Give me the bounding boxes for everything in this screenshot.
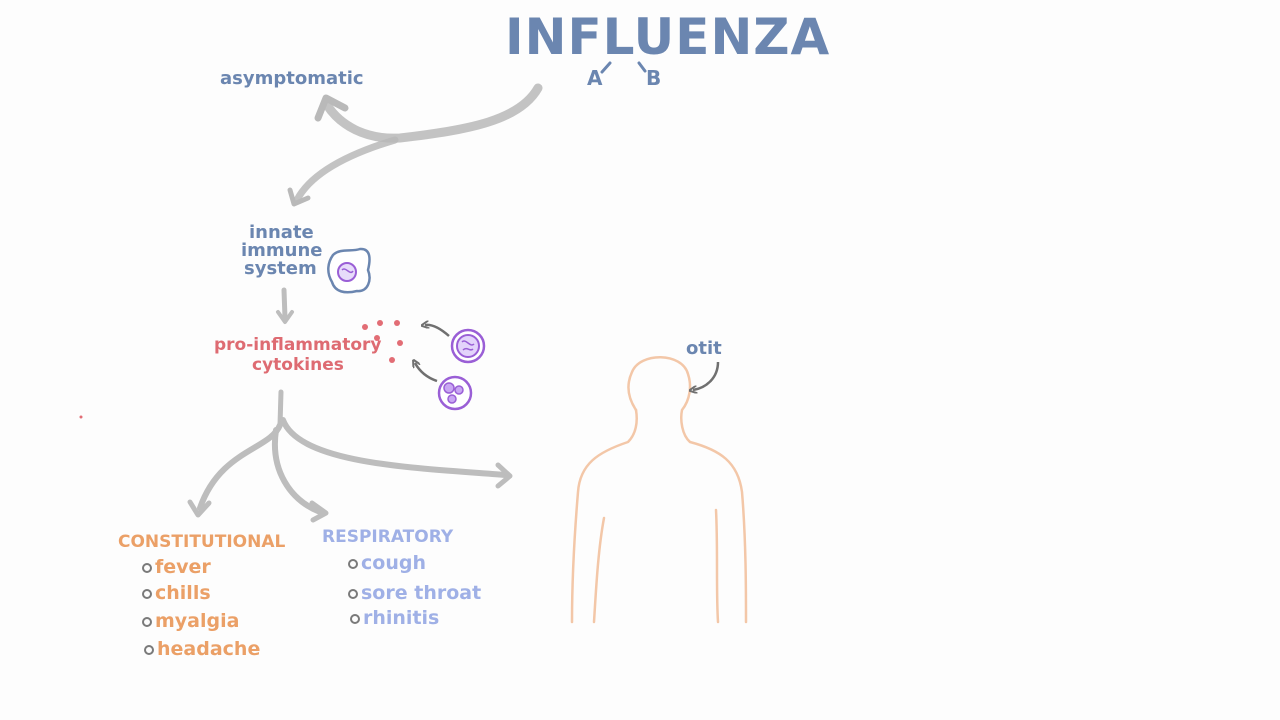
respiratory-item: rhinitis xyxy=(350,607,439,629)
arrow-to-respiratory xyxy=(271,427,323,515)
bullet-icon xyxy=(348,558,358,569)
type-b-label: B xyxy=(646,66,662,90)
arrow-to-innate-head xyxy=(287,187,311,207)
cytokines-label-line1: pro-inflammatory xyxy=(214,335,382,355)
bullet-icon xyxy=(348,588,358,599)
stray-mark xyxy=(79,415,83,419)
otit-label: otit xyxy=(686,338,722,359)
constitutional-item: headache xyxy=(144,638,260,660)
cytokine-dots xyxy=(362,320,403,363)
arrow-to-body-head xyxy=(495,462,513,489)
respiratory-item: sore throat xyxy=(348,582,481,604)
arrow-lymphocyte-to-cytokines xyxy=(425,325,450,337)
bullet-icon xyxy=(350,613,360,624)
arrow-to-body xyxy=(280,417,508,478)
neutrophil-cell-icon xyxy=(437,375,473,411)
bullet-icon xyxy=(142,562,152,573)
macrophage-cell-icon xyxy=(327,247,371,294)
type-a-label: A xyxy=(587,66,603,90)
constitutional-heading: CONSTITUTIONAL xyxy=(118,532,286,552)
bullet-icon xyxy=(144,644,154,655)
type-b-stroke xyxy=(637,61,647,73)
page-title: INFLUENZA xyxy=(505,8,831,66)
arrow-to-constitutional xyxy=(197,422,283,511)
arrow-to-constitutional-head xyxy=(187,499,212,518)
innate-label-line3: system xyxy=(244,258,317,279)
constitutional-item: chills xyxy=(142,582,211,604)
arrow-to-cytokines xyxy=(281,287,288,321)
arrow-to-asymptomatic-head xyxy=(314,94,349,122)
constitutional-item: fever xyxy=(142,556,211,578)
arrow-to-innate xyxy=(293,136,399,204)
type-a-stroke xyxy=(600,61,612,74)
arrow-neutrophil-to-cytokines xyxy=(415,363,438,383)
human-body-outline-icon xyxy=(570,356,748,624)
asymptomatic-label: asymptomatic xyxy=(220,68,364,89)
arrow-otit-to-ear xyxy=(693,361,720,390)
arrow-to-respiratory-head xyxy=(309,500,329,523)
bullet-icon xyxy=(142,616,152,627)
arrow-to-asymptomatic xyxy=(322,83,543,143)
arrow-to-cytokines-head xyxy=(276,310,294,324)
bullet-icon xyxy=(142,588,152,599)
cytokines-label-line2: cytokines xyxy=(252,355,344,375)
respiratory-heading: RESPIRATORY xyxy=(322,527,454,547)
constitutional-item: myalgia xyxy=(142,610,239,632)
innate-label-line1: innate xyxy=(249,222,314,243)
lymphocyte-cell-icon xyxy=(450,328,486,364)
innate-label-line2: immune xyxy=(241,240,323,261)
respiratory-item: cough xyxy=(348,552,426,574)
